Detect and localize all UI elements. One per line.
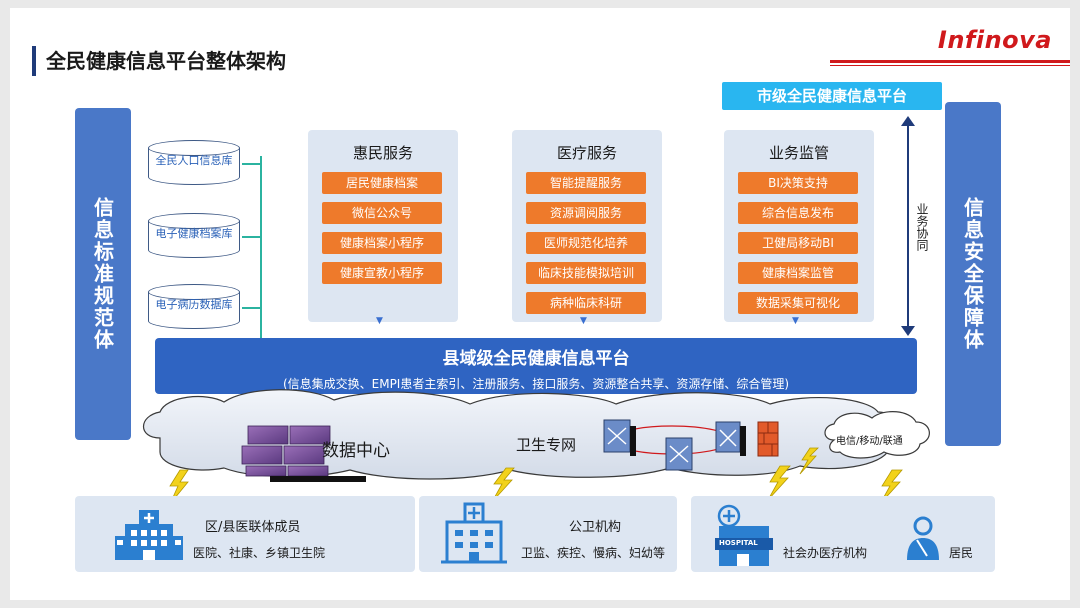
medical-alliance-title: 区/县医联体成员 [205,520,301,535]
database-label: 电子病历数据库 [155,298,233,311]
service-column-title: 医疗服务 [556,144,617,162]
service-item: 资源调阅服务 [526,202,646,224]
service-item: 微信公众号 [322,202,442,224]
database-health-record: 电子健康档案库 [148,213,240,261]
firewall-icon [757,421,779,457]
bottom-block-medical-alliance: 区/县医联体成员 医院、社康、乡镇卫生院 [75,496,415,572]
security-pillar: 信息安全保障体 [945,102,1001,446]
resident-person-icon [907,516,939,560]
service-column-title: 业务监管 [768,144,829,162]
hospital-icon [715,504,773,566]
service-column-medical: 医疗服务 智能提醒服务 资源调阅服务 医师规范化培养 临床技能模拟培训 病种临床… [512,130,662,326]
county-platform-bar: 县域级全民健康信息平台 (信息集成交换、EMPI患者主索引、注册服务、接口服务、… [155,338,917,394]
lightning-icon [799,447,819,475]
infinova-logo: Infinova [937,26,1052,54]
small-cloud-carriers [824,411,930,459]
coordination-label: 业务协同 [915,203,929,251]
page-title: 全民健康信息平台整体架构 [46,49,286,73]
service-column-title: 惠民服务 [352,144,413,162]
router-icon [665,437,693,471]
health-network-label: 卫生专网 [516,436,577,454]
hospital-sign: HOSPITAL [719,539,758,547]
slide: 全民健康信息平台整体架构 Infinova 信息标准规范体 信息安全保障体 全民… [10,8,1070,600]
service-item: 数据采集可视化 [738,292,858,314]
hospital-building-icon [115,510,183,560]
router-icon [715,421,746,456]
coordination-arrow [907,124,909,330]
lightning-icon [169,469,189,505]
database-label: 电子健康档案库 [155,227,233,240]
county-platform-subtitle: (信息集成交换、EMPI患者主索引、注册服务、接口服务、资源整合共享、资源存储、… [282,377,790,391]
bottom-block-public-health: 公卫机构 卫监、疾控、慢病、妇幼等 [419,496,677,572]
data-center-label: 数据中心 [322,441,390,461]
resident-label: 居民 [949,546,974,560]
carriers-label: 电信/移动/联通 [836,436,903,447]
lightning-icon [491,467,515,503]
lightning-icon [879,469,903,505]
database-connector-tick [242,307,260,309]
router-icon [603,419,636,456]
bottom-block-private-and-residents: HOSPITAL 社会办医疗机构 居民 [691,496,995,572]
database-cap [148,284,240,300]
service-item: 临床技能模拟培训 [526,262,646,284]
database-population: 全民人口信息库 [148,140,240,188]
city-platform-banner: 市级全民健康信息平台 [722,82,942,110]
lightning-icon [767,465,791,501]
service-item: 健康宣教小程序 [322,262,442,284]
data-center-icon [241,425,366,482]
standards-pillar-label: 信息标准规范体 [90,197,115,351]
down-arrow-icon: ▼ [792,316,799,326]
service-column-supervision: 业务监管 BI决策支持 综合信息发布 卫健局移动BI 健康档案监管 数据采集可视… [724,130,874,326]
database-connector [246,156,262,348]
service-column-public: 惠民服务 居民健康档案 微信公众号 健康档案小程序 健康宣教小程序 ▼ [308,130,458,326]
service-item: 健康档案小程序 [322,232,442,254]
database-cap [148,213,240,229]
service-item: 综合信息发布 [738,202,858,224]
public-health-subtitle: 卫监、疾控、慢病、妇幼等 [521,546,666,560]
public-health-building-icon [441,502,507,564]
service-item: 健康档案监管 [738,262,858,284]
arrow-up-icon [901,116,915,126]
security-pillar-label: 信息安全保障体 [960,197,985,351]
database-label: 全民人口信息库 [155,154,233,167]
service-item: 医师规范化培养 [526,232,646,254]
lightning-icons [169,447,903,505]
arrow-down-icon [901,326,915,336]
county-platform-title: 县域级全民健康信息平台 [442,349,630,369]
public-health-title: 公卫机构 [569,520,622,535]
database-emr: 电子病历数据库 [148,284,240,332]
down-arrow-icon: ▼ [580,316,587,326]
database-connector-tick [242,163,260,165]
down-arrow-icon: ▼ [376,316,383,326]
title-accent-bar [32,46,36,76]
standards-pillar: 信息标准规范体 [75,108,131,440]
service-item: 智能提醒服务 [526,172,646,194]
service-item: 卫健局移动BI [738,232,858,254]
private-medical-label: 社会办医疗机构 [783,546,868,560]
database-connector-tick [242,236,260,238]
logo-underline [830,60,1070,63]
logo-underline-thin [830,65,1070,66]
service-item: 病种临床科研 [526,292,646,314]
service-item: BI决策支持 [738,172,858,194]
service-item: 居民健康档案 [322,172,442,194]
network-layer [143,389,930,505]
database-cap [148,140,240,156]
medical-alliance-subtitle: 医院、社康、乡镇卫生院 [193,546,326,560]
